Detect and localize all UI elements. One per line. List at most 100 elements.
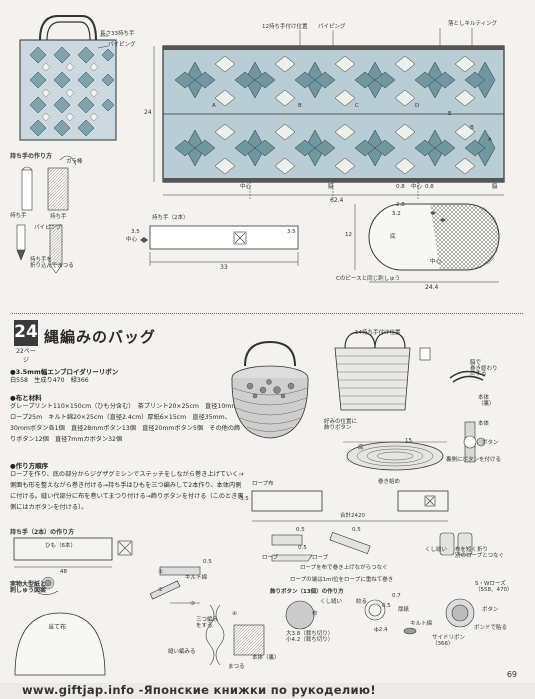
cord-dim-48: 48 (60, 569, 67, 575)
handle-piece-center: 中心 (126, 237, 138, 243)
batting-label: キルト綿 (410, 621, 433, 627)
bottom-center: 中心 (430, 259, 442, 265)
bag-handle-len-label: 長さ33持ち手 (100, 31, 135, 37)
attach-back-label: 裏側にボタンを付ける (446, 457, 502, 463)
knit-label: 縫い編みる (168, 649, 196, 655)
glass-rod-label: ガラ棒 (66, 159, 83, 165)
button-dim-05: 0.5 (382, 603, 391, 609)
handle-label: 持ち手 (10, 213, 27, 219)
howto-text: ロープを作り、底の部分からジグザグミシンでステッチをしながら巻き上げていく→側面… (10, 471, 244, 511)
panel-handle-pos-label: 12持ち手付け位置 (262, 24, 308, 30)
pattern-title: 実物大型紙と 刺しゅう図案 (10, 581, 47, 594)
materials-heading: ●3.5mm幅エンブロイダリーリボン (10, 368, 119, 376)
bottom-note: Cのピースと同じ刺しゅう (336, 276, 401, 282)
body-back-label: 本体 （裏） (478, 395, 495, 407)
bag-piping-label: パイピング (108, 42, 136, 48)
panel-height-label: 24 (144, 109, 152, 116)
rope-cloth-strip (251, 490, 449, 522)
bottom-batting-label: キルト綿 (185, 575, 208, 581)
handle-cord-title: 持ち手（2本）の作り方 (10, 529, 75, 536)
side-ribbon-label: サイドリボン （366） (432, 635, 466, 647)
panel-dim-08: 0.8 (396, 184, 405, 190)
handle-piece-dim-33: 33 (220, 264, 228, 271)
step-dim-05a: 0.5 (296, 527, 305, 533)
panel-letter-e: E (448, 111, 452, 117)
bottom-dim-05: 0.5 (203, 559, 212, 565)
cloth-text: グレープリント110×150cm（ひも分含む） 茶プリント20×25cm 直径1… (10, 403, 244, 443)
button-dim-07: 0.7 (392, 593, 401, 599)
section-divider (12, 313, 523, 314)
braid-label: 三つ編み をする (196, 617, 219, 629)
coil-dim-15: 15 (405, 438, 412, 444)
rope-label-2: ロープ (312, 555, 329, 561)
handle-piece-dim-35b: 3.5 (287, 229, 296, 235)
wind-start-label: 巻き始め (378, 479, 401, 485)
bottom-piece-diagram (354, 203, 500, 283)
bottom-dim-12: 12 (345, 232, 352, 238)
panel-letter-a2: A (488, 137, 492, 143)
panel-side2: 脇 (492, 184, 498, 190)
panel-letter-b: B (298, 103, 302, 109)
step-4: ④ (232, 611, 237, 617)
fold-in-label: 持ち手を 折り込んでまつる (30, 257, 74, 269)
bag-illustration (19, 15, 117, 141)
panel-letter-c: C (355, 103, 359, 109)
materials-line: 白558 生成り470 緑366 (10, 377, 89, 384)
quilt-panel (153, 28, 505, 200)
panel-letter-d: D (415, 103, 420, 109)
step-2: ② (158, 587, 163, 593)
handle-howto-diagram (16, 155, 77, 274)
bottom-dim-32: 3.2 (392, 211, 401, 217)
cloth-join-note: 布を短く折り 別のロープとつなぐ (455, 547, 504, 559)
woven-bag-illustration (231, 340, 309, 439)
body-label: 本体 (478, 421, 490, 427)
section-title: 縄編みのバッグ (44, 328, 157, 346)
attach-label: まつる (228, 664, 245, 670)
cord-label: ひも（6本） (45, 543, 76, 549)
button-attach-diagram (463, 421, 486, 463)
bond-label: ボンドで貼る (474, 625, 508, 631)
rope-cloth-label: ロープ布 (252, 481, 274, 487)
step-dim-05c: 0.5 (298, 545, 307, 551)
handle-piping-label: パイピング (34, 225, 62, 231)
rope-wrap-note: 好みの位置に 飾りボタン (324, 419, 358, 431)
panel-letter-a: A (212, 103, 216, 109)
panel-center1: 中心 (240, 184, 252, 190)
handle-piece-diagram (140, 225, 299, 266)
dim-24-label: ф2.4 (374, 627, 388, 633)
side-wind-note: 脇で 巻き終わり にする (470, 360, 498, 377)
bottom-dim-244: 24.4 (425, 284, 439, 291)
coil-bottom-diagram (343, 441, 447, 471)
bottom-diagrams (13, 532, 475, 676)
handle-label-2: 持ち手 (50, 214, 67, 220)
button-sizes: 大3.8（裁ち切り） 小4.2（裁ち切り） (286, 631, 334, 643)
step-3: ③ (190, 601, 195, 607)
stitch-label: くし縫い (425, 547, 448, 553)
cloth-heading: ●布と材料 (10, 394, 42, 402)
bottom-dim-28: 2.8 (396, 202, 405, 208)
footer-url-text[interactable]: www.giftjap.info -Японские книжки по рук… (22, 683, 376, 697)
handle-piece-dim-35a: 3.5 (131, 229, 140, 235)
button-stitch-label: くし縫い (320, 599, 343, 605)
step-dim-05b: 0.5 (352, 527, 361, 533)
button-label: ボタン (482, 440, 499, 446)
top-diagrams (16, 15, 505, 283)
cloth-label: 布 (312, 611, 318, 617)
panel-width-label: 62.4 (330, 197, 344, 204)
bag-construction-diagrams (231, 331, 486, 522)
bottom-label: 底 (390, 234, 396, 240)
coil-bottom-label: 底 (358, 445, 364, 451)
rope-wrap-label: ロープを布で巻き上げながらつなぐ (300, 565, 388, 571)
panel-drop-quilt-label: 落としキルティング (448, 21, 498, 27)
button-howto-title: 飾りボタン（13個）の作り方 (270, 589, 344, 595)
handle-pos-label: 14持ち手付け位置 (355, 330, 401, 336)
footer-bar: www.giftjap.info -Японские книжки по рук… (0, 683, 535, 699)
fold-label: 絞る (356, 599, 368, 605)
rope-cloth-dim-35: 3.5 (240, 496, 249, 502)
panel-dim-08b: 0.8 (425, 184, 434, 190)
howto-heading: ●作り方順序 (10, 462, 49, 470)
section-page-ref: 22ページ (16, 348, 36, 364)
panel-side1: 脇 (328, 184, 334, 190)
rose-label: S・Wローズ （558、470） (475, 581, 513, 593)
rope-label-1: ロープ (262, 555, 279, 561)
